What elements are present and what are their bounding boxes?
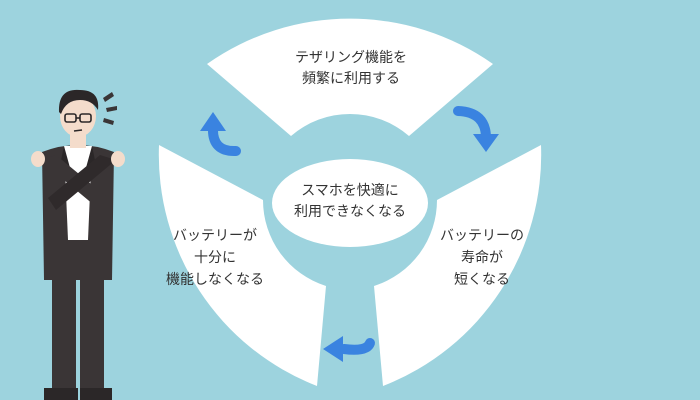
segment-right-line-1: バッテリーの <box>440 228 524 244</box>
segment-top-line-2: 頻繁に利用する <box>302 71 400 87</box>
arrow-clockwise-icon <box>453 106 499 152</box>
sweat-mark-icon <box>103 92 117 125</box>
segment-top-line-1: テザリング機能を <box>295 50 407 66</box>
worried-man-crossed-arms-icon <box>31 89 125 400</box>
segment-left-line-1: バッテリーが <box>173 228 257 244</box>
arrow-clockwise-icon <box>200 112 241 157</box>
segment-top <box>207 18 493 136</box>
segment-right-line-3: 短くなる <box>454 272 510 288</box>
segment-left <box>158 145 326 386</box>
center-ellipse <box>272 159 428 247</box>
center-text-line-2: 利用できなくなる <box>294 204 406 220</box>
center-text-line-1: スマホを快適に <box>301 182 399 199</box>
segment-right <box>374 145 542 386</box>
segment-right-line-2: 寿命が <box>461 249 503 266</box>
segment-left-line-3: 機能しなくなる <box>166 272 264 288</box>
arrow-clockwise-icon <box>323 336 375 362</box>
segment-left-line-2: 十分に <box>194 250 236 266</box>
